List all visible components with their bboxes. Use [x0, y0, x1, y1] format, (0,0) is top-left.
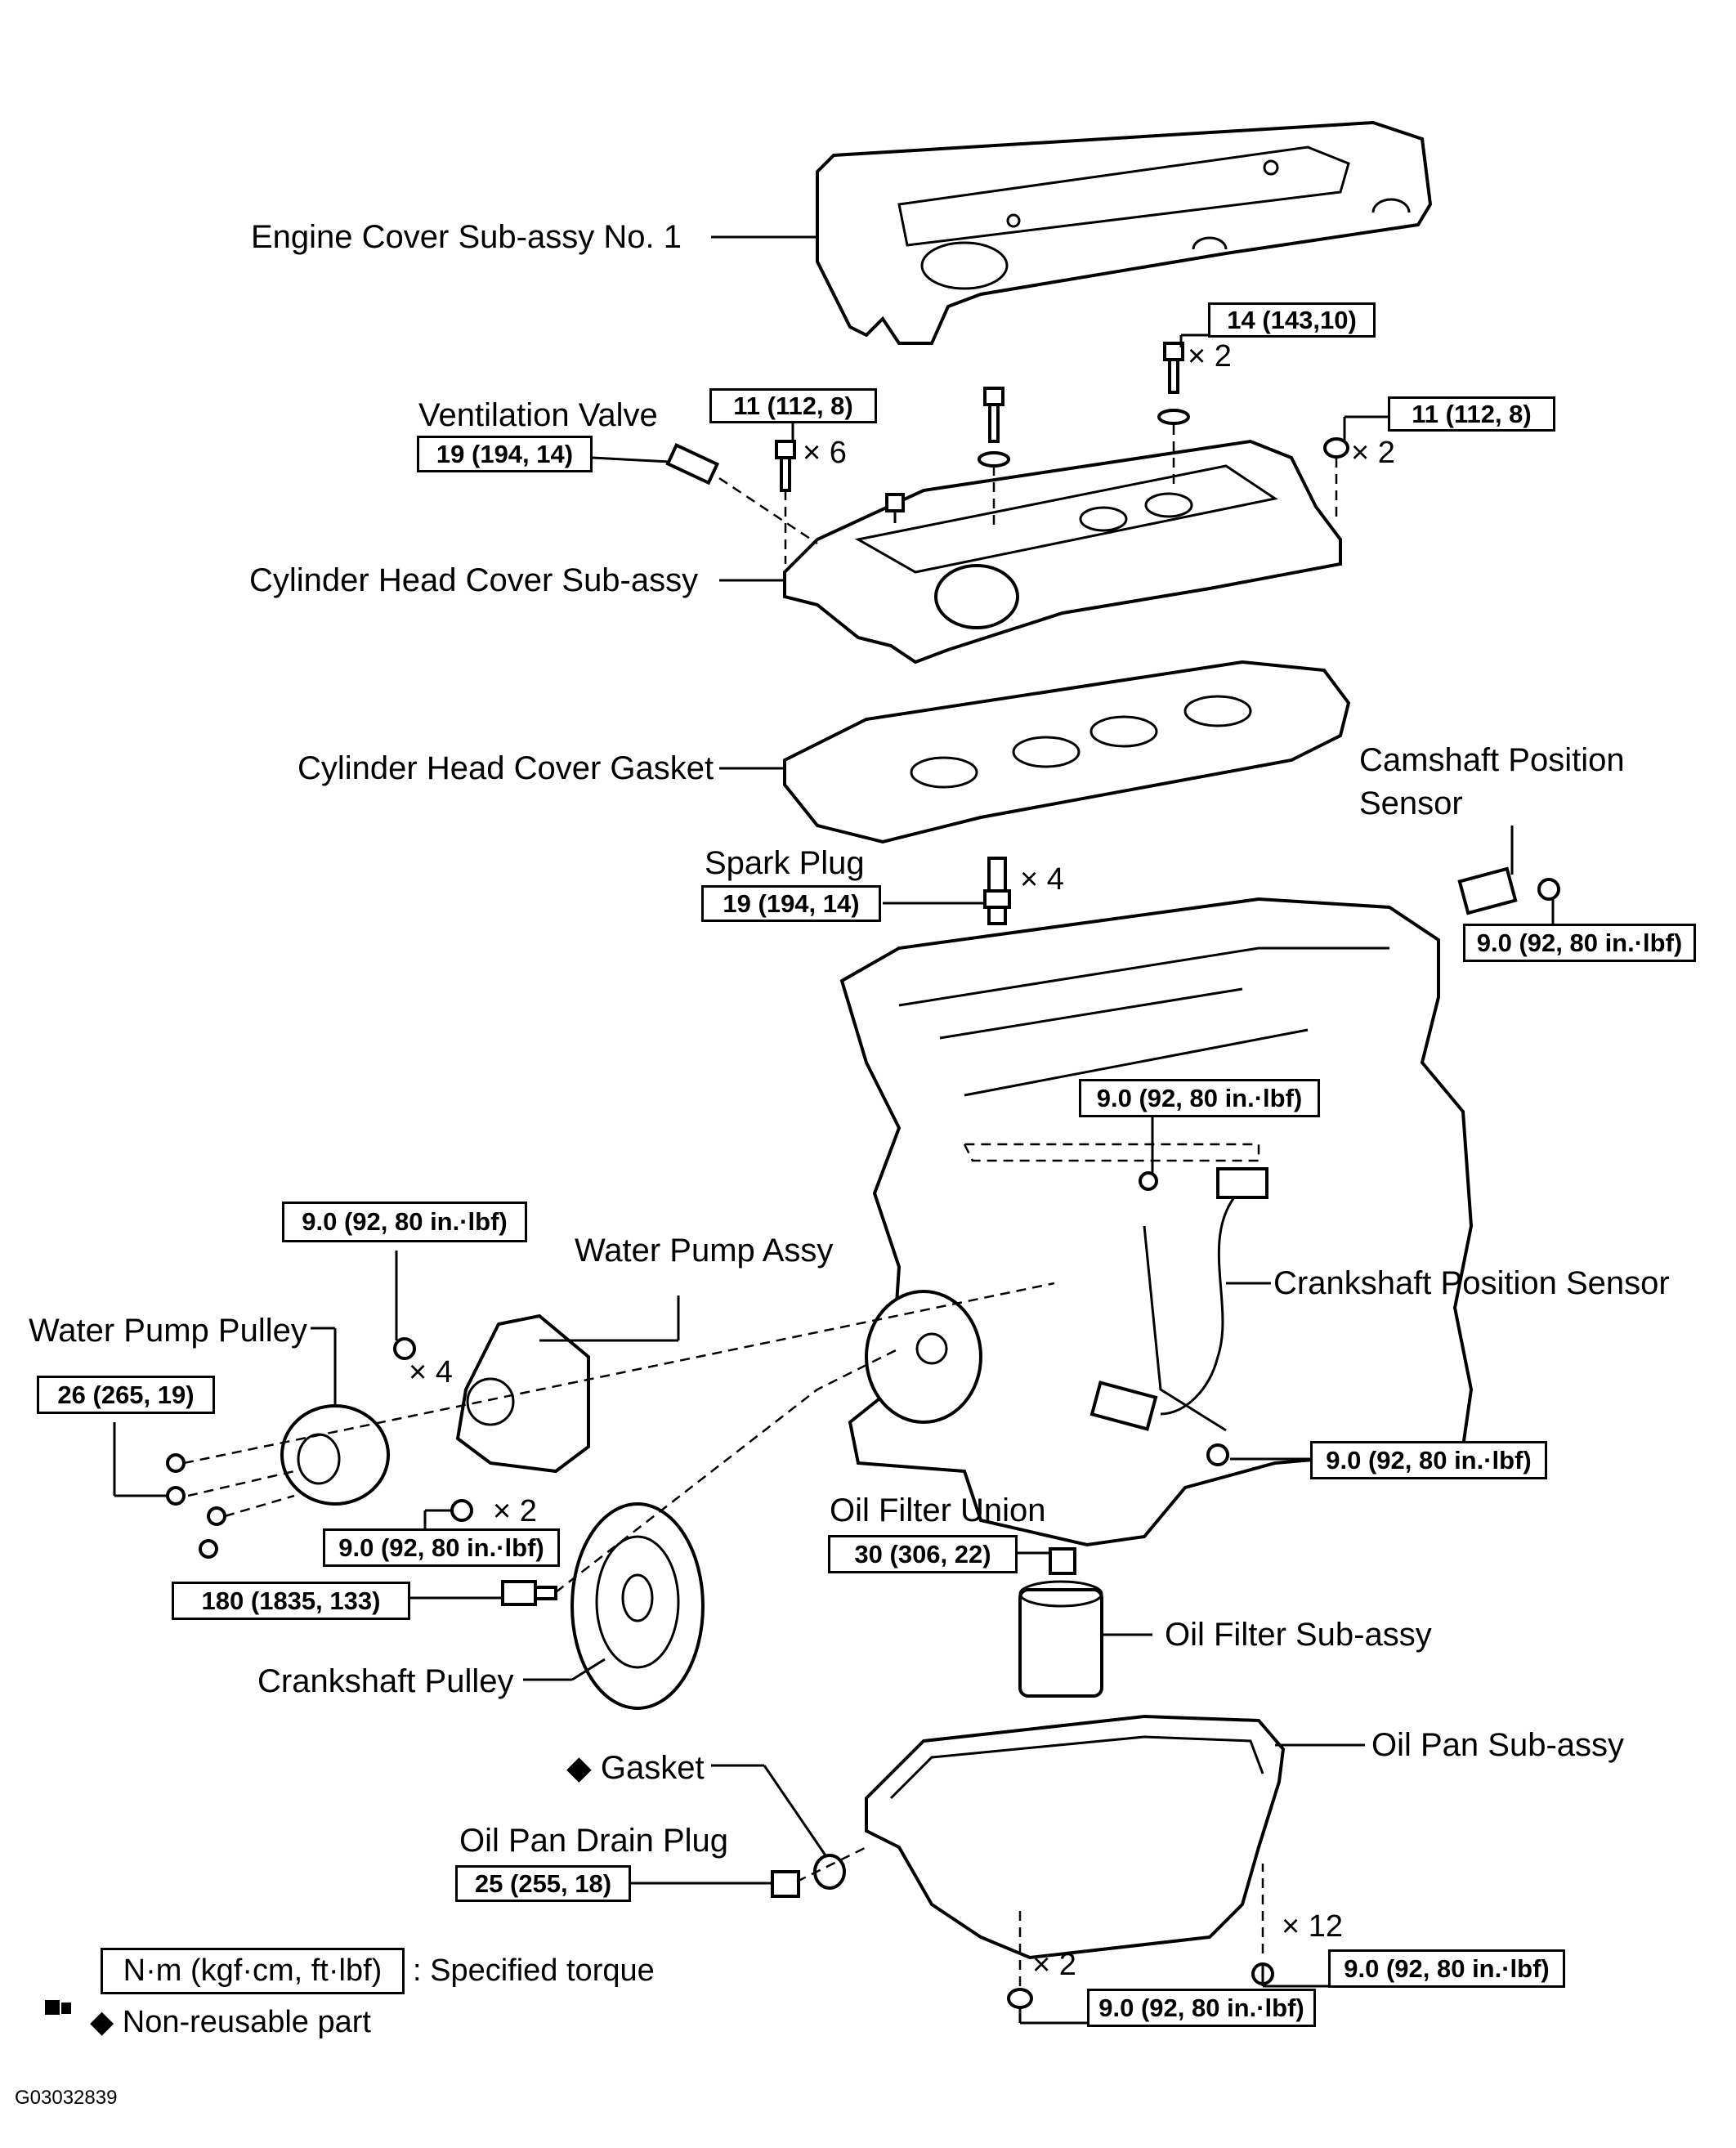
- label-camshaft-position-sensor-line1: Camshaft Position: [1359, 742, 1625, 778]
- torque-head-cover-nut: 11 (112, 8): [1388, 396, 1555, 432]
- torque-head-cover-bolt: 11 (112, 8): [709, 388, 877, 423]
- oil-pan-drawing: [771, 1714, 1286, 2009]
- count-spark-plug: × 4: [1020, 862, 1064, 897]
- count-head-cover-nut: × 2: [1351, 436, 1395, 470]
- crankshaft-sensor-drawing: [1089, 1167, 1268, 1466]
- legend-nonreusable: ◆ Non-reusable part: [90, 2005, 371, 2039]
- torque-crank-sensor-lower: 9.0 (92, 80 in.·lbf): [1310, 1441, 1547, 1479]
- crankshaft-pulley-drawing: [501, 1502, 705, 1710]
- engine-cover-drawing: [816, 120, 1433, 345]
- count-water-pump-nut: × 2: [493, 1494, 537, 1528]
- legend-torque-desc: : Specified torque: [413, 1953, 655, 1988]
- torque-drain-plug: 25 (255, 18): [455, 1865, 631, 1902]
- torque-camshaft-sensor: 9.0 (92, 80 in.·lbf): [1463, 924, 1696, 962]
- torque-oil-pan-nuts: 9.0 (92, 80 in.·lbf): [1087, 1989, 1316, 2027]
- torque-water-pump-pulley: 26 (265, 19): [37, 1376, 215, 1414]
- label-water-pump-pulley: Water Pump Pulley: [29, 1313, 307, 1349]
- water-pump-pulley-drawing: [166, 1404, 390, 1559]
- label-camshaft-position-sensor-line2: Sensor: [1359, 785, 1463, 821]
- torque-cover-bolt: 14 (143,10): [1208, 302, 1376, 338]
- cylinder-head-cover-drawing: [783, 439, 1342, 665]
- oil-filter-drawing: [1018, 1547, 1103, 1698]
- torque-oil-filter-union: 30 (306, 22): [828, 1535, 1018, 1573]
- label-crankshaft-position-sensor: Crankshaft Position Sensor: [1273, 1265, 1670, 1301]
- legend-torque-unit: N·m (kgf·cm, ft·lbf): [101, 1948, 405, 1994]
- book-icon: [45, 2000, 71, 2015]
- label-engine-cover: Engine Cover Sub-assy No. 1: [251, 219, 682, 255]
- torque-spark-plug: 19 (194, 14): [701, 885, 881, 922]
- label-oil-filter-union: Oil Filter Union: [830, 1492, 1046, 1528]
- label-oil-pan: Oil Pan Sub-assy: [1371, 1727, 1625, 1763]
- label-oil-filter: Oil Filter Sub-assy: [1165, 1617, 1432, 1653]
- count-head-cover-bolt: × 6: [803, 436, 847, 470]
- torque-ventilation-valve: 19 (194, 14): [417, 436, 593, 472]
- torque-water-pump: 9.0 (92, 80 in.·lbf): [282, 1202, 527, 1242]
- engine-block-drawing: [839, 897, 1474, 1547]
- torque-crankshaft-pulley: 180 (1835, 133): [172, 1582, 410, 1620]
- label-oil-pan-drain-plug: Oil Pan Drain Plug: [459, 1823, 729, 1859]
- torque-water-pump-nut: 9.0 (92, 80 in.·lbf): [323, 1528, 560, 1567]
- figure-id: G03032839: [15, 2087, 118, 2109]
- count-oil-pan-nuts: × 2: [1032, 1948, 1076, 1982]
- spark-plug-drawing: [983, 857, 1011, 925]
- label-crankshaft-pulley: Crankshaft Pulley: [257, 1663, 514, 1699]
- cylinder-head-cover-gasket-drawing: [783, 660, 1351, 844]
- torque-crank-sensor-upper: 9.0 (92, 80 in.·lbf): [1079, 1079, 1320, 1117]
- camshaft-sensor-drawing: [1457, 866, 1560, 915]
- label-spark-plug: Spark Plug: [705, 845, 865, 881]
- ventilation-valve-drawing: [665, 443, 720, 486]
- label-water-pump-assy: Water Pump Assy: [575, 1233, 834, 1269]
- label-cylinder-head-cover: Cylinder Head Cover Sub-assy: [249, 562, 699, 598]
- count-oil-pan-bolts: × 12: [1282, 1909, 1344, 1944]
- label-gasket: ◆ Gasket: [566, 1750, 705, 1786]
- label-ventilation-valve: Ventilation Valve: [418, 397, 658, 433]
- torque-oil-pan-bolts: 9.0 (92, 80 in.·lbf): [1328, 1949, 1565, 1988]
- head-cover-bolts-drawing: [775, 342, 1349, 492]
- water-pump-drawing: [393, 1313, 590, 1522]
- label-cylinder-head-cover-gasket: Cylinder Head Cover Gasket: [298, 750, 714, 786]
- count-cover-bolt: × 2: [1188, 339, 1232, 374]
- count-water-pump: × 4: [409, 1355, 453, 1389]
